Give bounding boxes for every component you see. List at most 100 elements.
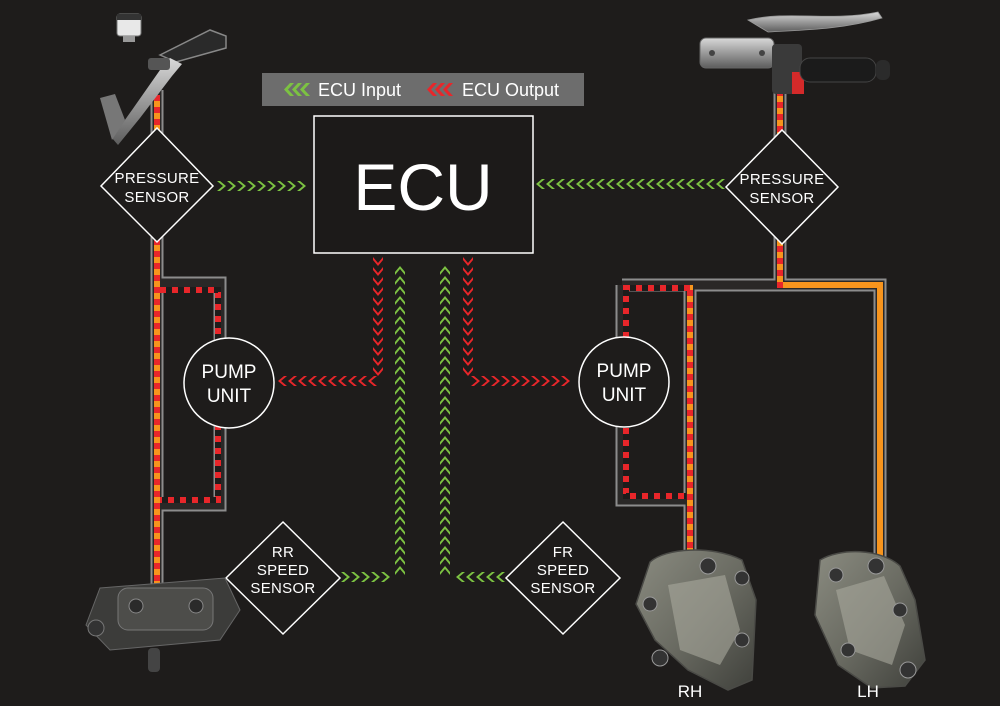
signal-output-chevron — [373, 327, 383, 336]
signal-input-chevron — [440, 386, 450, 395]
signal-input-chevron — [440, 506, 450, 515]
signal-input-chevron — [395, 536, 405, 545]
signal-input-chevron — [395, 436, 405, 445]
signal-input-chevron — [395, 386, 405, 395]
signal-input-chevron — [546, 179, 555, 189]
signal-output-chevron — [328, 376, 337, 386]
signal-input-chevron — [576, 179, 585, 189]
signal-input-chevron — [440, 276, 450, 285]
signal-output-chevron — [348, 376, 357, 386]
fr-speed-sensor-line3: SENSOR — [530, 580, 595, 597]
signal-input-chevron — [287, 181, 296, 191]
signal-output-chevron — [373, 277, 383, 286]
signal-input-chevron — [606, 179, 615, 189]
pump-unit-left: PUMP UNIT — [183, 337, 275, 429]
signal-input-chevron — [395, 376, 405, 385]
pump-unit-right-line2: UNIT — [602, 385, 647, 406]
legend-input-label: ECU Input — [318, 80, 401, 100]
pressure-sensor-right: PRESSURE SENSOR — [724, 128, 840, 246]
signal-input-chevron — [666, 179, 675, 189]
signal-input-chevron — [440, 476, 450, 485]
signal-input-chevron — [476, 572, 485, 582]
signal-input-chevron — [440, 486, 450, 495]
signal-input-chevron — [395, 276, 405, 285]
signal-output-chevron — [463, 337, 473, 346]
front-brake-lever-icon — [699, 11, 890, 94]
signal-input-chevron — [566, 179, 575, 189]
signal-input-chevron — [440, 396, 450, 405]
signal-input-chevron — [395, 506, 405, 515]
signal-output-chevron — [463, 297, 473, 306]
pressure-sensor-left: PRESSURE SENSOR — [99, 126, 215, 244]
signal-input-chevron — [395, 296, 405, 305]
signal-output-chevron — [561, 376, 570, 386]
signal-input-chevron — [395, 356, 405, 365]
signal-output-chevron — [521, 376, 530, 386]
ecu-signal-lines — [217, 179, 725, 582]
signal-input-chevron — [440, 536, 450, 545]
signal-input-chevron — [361, 572, 370, 582]
pressure-sensor-right-line2: SENSOR — [749, 190, 814, 207]
ecu-label: ECU — [353, 150, 492, 224]
signal-output-chevron — [373, 267, 383, 276]
signal-output-chevron — [373, 307, 383, 316]
rh-caliper-label: RH — [678, 682, 703, 701]
signal-input-chevron — [395, 366, 405, 375]
signal-input-chevron — [395, 466, 405, 475]
signal-input-chevron — [395, 456, 405, 465]
signal-input-chevron — [536, 179, 545, 189]
pump-unit-right-line1: PUMP — [597, 361, 652, 382]
signal-input-chevron — [395, 416, 405, 425]
signal-output-chevron — [288, 376, 297, 386]
signal-input-chevron — [440, 446, 450, 455]
signal-input-chevron — [395, 326, 405, 335]
signal-input-chevron — [297, 181, 306, 191]
signal-output-chevron — [373, 337, 383, 346]
signal-output-chevron — [373, 287, 383, 296]
legend-output-label: ECU Output — [462, 80, 559, 100]
signal-input-chevron — [395, 336, 405, 345]
signal-output-chevron — [373, 297, 383, 306]
rear-brake-pedal-icon — [100, 13, 227, 145]
signal-input-chevron — [440, 316, 450, 325]
signal-input-chevron — [440, 296, 450, 305]
signal-input-chevron — [440, 556, 450, 565]
signal-input-chevron — [395, 556, 405, 565]
signal-output-chevron — [373, 317, 383, 326]
pressure-sensor-left-line1: PRESSURE — [115, 170, 200, 187]
signal-input-chevron — [395, 546, 405, 555]
pressure-sensor-right-line1: PRESSURE — [740, 171, 825, 188]
lh-caliper-icon — [814, 550, 926, 689]
signal-input-chevron — [706, 179, 715, 189]
signal-output-chevron — [501, 376, 510, 386]
signal-output-chevron — [463, 357, 473, 366]
pressure-sensor-left-line2: SENSOR — [124, 189, 189, 206]
signal-input-chevron — [395, 446, 405, 455]
signal-input-chevron — [395, 346, 405, 355]
signal-input-chevron — [440, 466, 450, 475]
fr-speed-sensor-line1: FR — [553, 544, 574, 561]
signal-input-chevron — [395, 566, 405, 575]
signal-input-chevron — [341, 572, 350, 582]
signal-input-chevron — [696, 179, 705, 189]
signal-input-chevron — [636, 179, 645, 189]
signal-input-chevron — [440, 286, 450, 295]
signal-input-chevron — [586, 179, 595, 189]
signal-input-chevron — [440, 566, 450, 575]
signal-output-chevron — [373, 257, 383, 266]
signal-input-chevron — [371, 572, 380, 582]
signal-input-chevron — [257, 181, 266, 191]
signal-input-chevron — [395, 486, 405, 495]
signal-input-chevron — [440, 356, 450, 365]
fr-speed-sensor: FR SPEED SENSOR — [504, 520, 622, 636]
signal-input-chevron — [381, 572, 390, 582]
rr-speed-sensor-line1: RR — [272, 544, 294, 561]
signal-input-chevron — [440, 546, 450, 555]
signal-input-chevron — [616, 179, 625, 189]
signal-output-chevron — [308, 376, 317, 386]
signal-output-chevron — [531, 376, 540, 386]
signal-input-chevron — [395, 306, 405, 315]
pump-unit-right: PUMP UNIT — [578, 336, 670, 428]
signal-input-chevron — [440, 366, 450, 375]
